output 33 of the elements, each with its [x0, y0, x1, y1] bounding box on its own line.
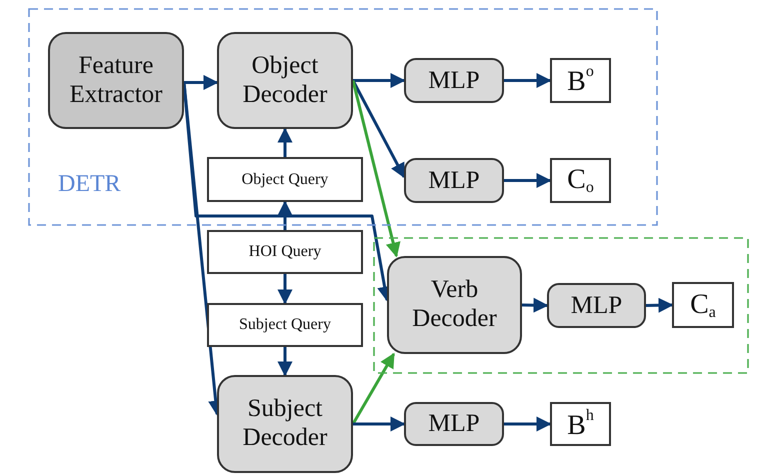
arrow: [353, 73, 406, 88]
dashed-group-frame: [373, 237, 749, 374]
arrow: [522, 298, 548, 313]
arrow: [352, 80, 400, 258]
process-box: Object Decoder: [217, 32, 353, 129]
process-box: MLP: [547, 283, 646, 328]
arrow: [646, 298, 674, 313]
arrow: [504, 173, 552, 188]
arrow: [278, 128, 292, 157]
process-box: MLP: [404, 58, 504, 103]
arrow: [278, 200, 292, 230]
arrow: [504, 73, 552, 88]
process-box: Feature Extractor: [48, 32, 184, 129]
arrow: [504, 416, 552, 432]
arrow: [352, 80, 406, 178]
output-box: C$_{o}$: [550, 158, 611, 203]
arrow: [184, 74, 218, 90]
dashed-group-frame: [28, 8, 658, 226]
process-box: Subject Decoder: [217, 375, 353, 473]
query-box: Object Query: [207, 157, 363, 202]
process-box: MLP: [404, 402, 504, 446]
process-box: Verb Decoder: [387, 256, 522, 354]
query-box: HOI Query: [207, 230, 363, 274]
output-box: C$_{a}$: [672, 282, 734, 328]
output-box: B$^{h}$: [550, 402, 611, 446]
group-label: DETR: [58, 171, 121, 198]
arrow: [352, 352, 396, 425]
arrow: [353, 416, 406, 432]
process-box: MLP: [404, 158, 504, 203]
output-box: B$^{o}$: [550, 58, 611, 103]
arrow: [278, 347, 292, 376]
query-box: Subject Query: [207, 303, 363, 347]
arrow: [278, 274, 292, 304]
